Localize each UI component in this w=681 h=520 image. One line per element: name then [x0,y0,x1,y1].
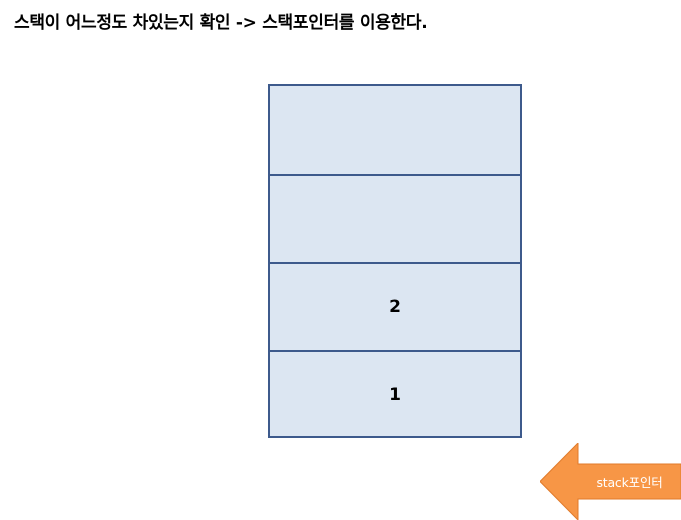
left-arrow-icon [540,443,681,520]
stack-pointer-label: stack포인터 [596,475,663,490]
stack-cell-2: 2 [270,262,520,350]
stack-cell-1: 1 [270,350,520,438]
stack-pointer-arrow: stack포인터 [540,443,681,520]
stack-cell-4 [270,86,520,174]
page-heading: 스택이 어느정도 차있는지 확인 -> 스택포인터를 이용한다. [14,13,428,33]
stack-diagram: 2 1 [268,84,522,438]
stack-cell-3 [270,174,520,262]
